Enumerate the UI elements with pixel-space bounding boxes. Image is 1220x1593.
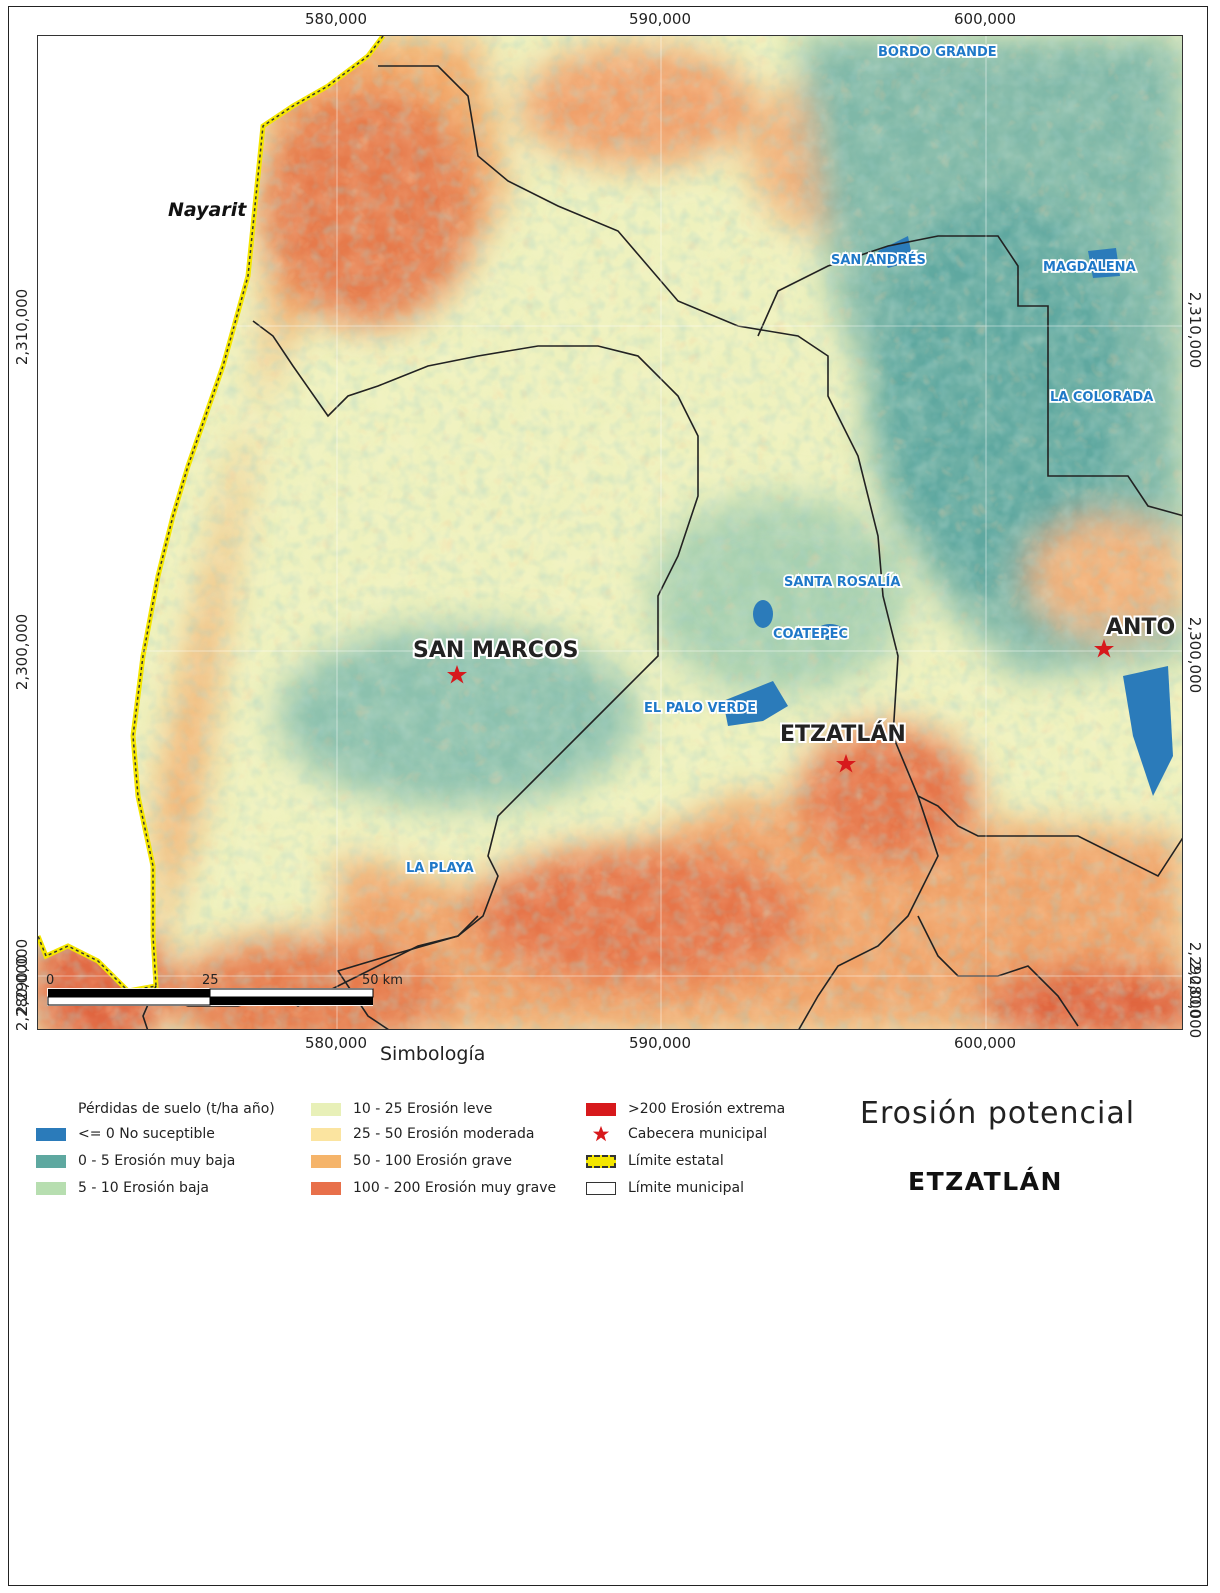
y-tick-left-2310000: 2,310,000 — [13, 288, 31, 366]
label-anto: ANTO — [1106, 615, 1175, 640]
map-canvas: Nayarit SAN MARCOS ETZATLÁN ANTO BORDO G… — [38, 36, 1182, 1029]
x-tick-bottom-600000: 600,000 — [953, 1034, 1017, 1052]
scale-label-50: 50 km — [362, 973, 403, 988]
x-tick-bottom-590000: 590,000 — [628, 1034, 692, 1052]
y-tick-right-2300000: 2,300,000 — [1186, 616, 1204, 694]
scale-bar: 0 25 50 km — [46, 973, 403, 1006]
label-santa-rosalia: SANTA ROSALÍA — [784, 574, 900, 590]
map-labels: Nayarit SAN MARCOS ETZATLÁN ANTO BORDO G… — [168, 43, 1177, 878]
water-bodies — [723, 236, 1173, 796]
cabecera-markers — [447, 639, 1114, 773]
scale-label-0: 0 — [46, 973, 54, 988]
erosion-map[interactable]: Nayarit SAN MARCOS ETZATLÁN ANTO BORDO G… — [37, 35, 1183, 1030]
label-bordo-grande: BORDO GRANDE — [878, 45, 997, 60]
label-san-marcos: SAN MARCOS — [413, 638, 579, 663]
label-coatepec: COATEPEC — [773, 627, 848, 642]
label-magdalena: MAGDALENA — [1043, 260, 1136, 275]
x-tick-bottom-580000: 580,000 — [304, 1034, 368, 1052]
y-tick-left-2300000: 2,300,000 — [13, 613, 31, 691]
label-la-playa: LA PLAYA — [406, 861, 474, 876]
star-antonio — [1094, 639, 1114, 658]
x-tick-top-590000: 590,000 — [628, 10, 692, 28]
label-nayarit: Nayarit — [168, 199, 247, 221]
label-etzatlan: ETZATLÁN — [780, 721, 906, 747]
y-tick-left-2280000: 2,280,000 — [13, 954, 31, 1032]
label-la-colorada: LA COLORADA — [1050, 390, 1153, 405]
y-tick-right-2280000: 2,280,000 — [1186, 961, 1204, 1039]
star-san-marcos — [447, 665, 467, 684]
x-tick-top-580000: 580,000 — [304, 10, 368, 28]
label-san-andres: SAN ANDRÉS — [831, 252, 926, 268]
scale-label-25: 25 — [202, 973, 219, 988]
x-tick-top-600000: 600,000 — [953, 10, 1017, 28]
label-el-palo-verde: EL PALO VERDE — [644, 701, 756, 716]
y-tick-right-2310000: 2,310,000 — [1186, 291, 1204, 369]
star-etzatlan — [836, 754, 856, 773]
nayarit-area — [38, 36, 383, 991]
